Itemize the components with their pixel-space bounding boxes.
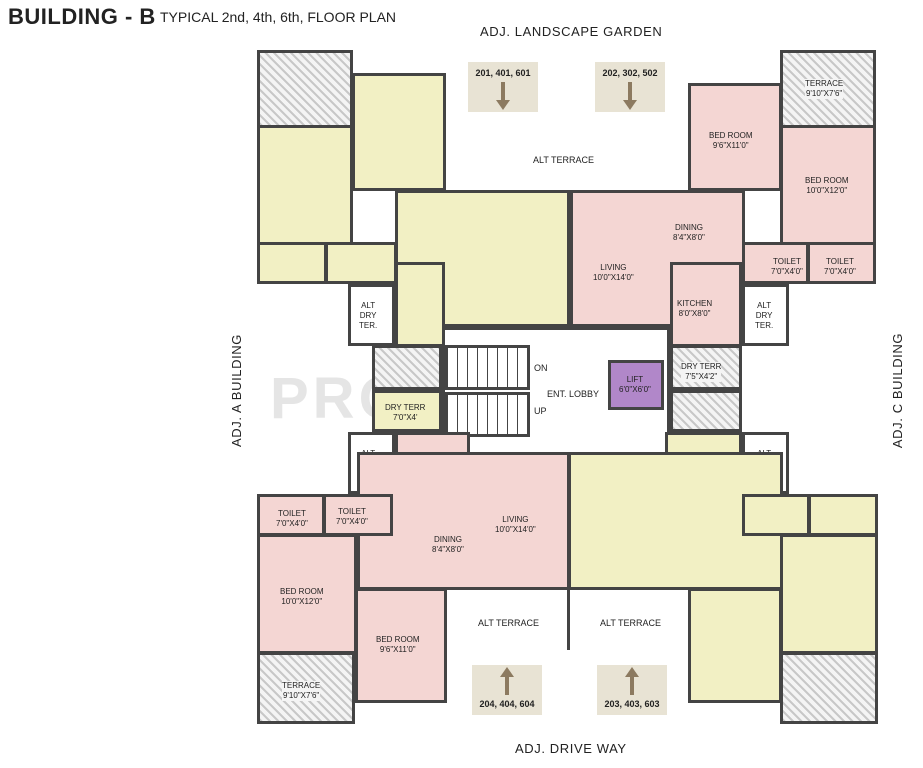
terrace-label: TERRACE (282, 681, 321, 690)
edge-left-label: ADJ. A BUILDING (229, 333, 245, 448)
dining-label: DINING (433, 535, 462, 544)
bedroom-top-left-b (352, 73, 446, 191)
alt-dry-label: TER. (755, 321, 774, 330)
terrace-size: 9'10"X7'6" (805, 89, 843, 98)
bedroom-bottom-right-b (688, 588, 782, 703)
dry-terr-size: 7'0"X4' (392, 413, 418, 422)
kitchen-size: 8'0"X8'0" (678, 309, 711, 318)
plan-subtitle: TYPICAL 2nd, 4th, 6th, FLOOR PLAN (160, 9, 397, 25)
dry-terr-bottom-right-hatch (670, 390, 742, 432)
unit-number-bottom-left: 204, 404, 604 (479, 699, 535, 709)
bedroom-label: BED ROOM (805, 176, 849, 185)
bedroom-top-left-a (257, 125, 353, 245)
alt-dry-label: TER. (359, 321, 378, 330)
ent-lobby-label: ENT. LOBBY (547, 389, 600, 399)
alt-dry-label: ALT (757, 301, 772, 310)
stair-up-label: UP (534, 406, 547, 416)
kitchen-label: KITCHEN (677, 299, 713, 308)
arrow-up-icon (625, 667, 639, 695)
unit-marker-bottom-left: 204, 404, 604 (472, 665, 542, 715)
toilet-size: 7'0"X4'0" (824, 267, 856, 276)
alt-dry-label: ALT (361, 301, 376, 310)
dry-terr-top-left-hatch (372, 345, 442, 390)
divider-wall-bottom (567, 590, 570, 650)
staircase-lower (445, 392, 530, 437)
dry-terr-label: DRY TERR (681, 362, 722, 371)
toilet-bottom-right-a (742, 494, 810, 536)
unit-number-top-left: 201, 401, 601 (475, 68, 531, 78)
edge-bottom-label: ADJ. DRIVE WAY (515, 741, 627, 756)
arrow-down-icon (623, 82, 637, 110)
bedroom-size: 9'6"X11'0" (712, 141, 749, 150)
toilet-size: 7'0"X4'0" (771, 267, 803, 276)
terrace-size: 9'10"X7'6" (282, 691, 320, 700)
bedroom-size: 9'6"X11'0" (379, 645, 416, 654)
bedroom-label: BED ROOM (376, 635, 420, 644)
building-title: BUILDING - B (8, 4, 156, 29)
lift-label: LIFT (626, 375, 644, 384)
alt-terrace-bottom-right-label: ALT TERRACE (600, 618, 662, 628)
toilet-size: 7'0"X4'0" (336, 517, 368, 526)
staircase-upper (445, 345, 530, 390)
bedroom-size: 10'0"X12'0" (281, 597, 323, 606)
edge-right-label: ADJ. C BUILDING (890, 332, 906, 449)
unit-marker-bottom-right: 203, 403, 603 (597, 665, 667, 715)
bedroom-label: BED ROOM (709, 131, 753, 140)
toilet-size: 7'0"X4'0" (276, 519, 308, 528)
bedroom-bottom-right-a (780, 534, 878, 654)
toilet-bottom-right-b (808, 494, 878, 536)
alt-terrace-bottom-left-label: ALT TERRACE (478, 618, 540, 628)
living-size: 10'0"X14'0" (593, 273, 634, 282)
terrace-label: TERRACE (805, 79, 844, 88)
dining-label: DINING (674, 223, 703, 232)
unit-marker-top-left: 201, 401, 601 (468, 62, 538, 112)
toilet-label: TOILET (338, 507, 366, 516)
stair-on-label: ON (534, 363, 548, 373)
bedroom-label: BED ROOM (280, 587, 324, 596)
toilet-top-left-b (325, 242, 397, 284)
dining-size: 8'4"X8'0" (673, 233, 705, 242)
dining-size: 8'4"X8'0" (432, 545, 464, 554)
living-label: LIVING (502, 515, 529, 524)
toilet-label: TOILET (826, 257, 854, 266)
toilet-top-left-a (257, 242, 327, 284)
dry-terr-size: 7'5"X4'2" (685, 372, 718, 381)
terrace-top-left (257, 50, 353, 128)
arrow-down-icon (496, 82, 510, 110)
alt-dry-label: DRY (359, 311, 377, 320)
unit-number-bottom-right: 203, 403, 603 (604, 699, 660, 709)
living-size: 10'0"X14'0" (495, 525, 536, 534)
toilet-label: TOILET (278, 509, 306, 518)
lift-size: 6'0"X6'0" (619, 385, 651, 394)
terrace-bottom-right (780, 652, 878, 724)
alt-terrace-top-label: ALT TERRACE (533, 155, 595, 165)
living-label: LIVING (600, 263, 627, 272)
kitchen-top-left (395, 262, 445, 347)
edge-top-label: ADJ. LANDSCAPE GARDEN (480, 24, 663, 39)
arrow-up-icon (500, 667, 514, 695)
unit-marker-top-right: 202, 302, 502 (595, 62, 665, 112)
alt-dry-label: DRY (755, 311, 773, 320)
dry-terr-label: DRY TERR (385, 403, 426, 412)
unit-number-top-right: 202, 302, 502 (602, 68, 658, 78)
bedroom-size: 10'0"X12'0" (806, 186, 848, 195)
toilet-label: TOILET (773, 257, 801, 266)
living-dining-bottom-right (568, 452, 783, 590)
